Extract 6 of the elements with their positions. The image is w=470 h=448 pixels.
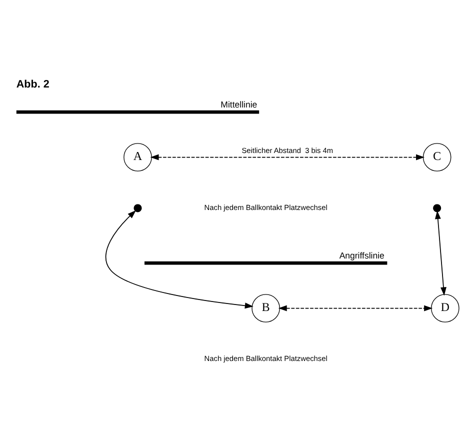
label: Nach jedem Ballkontakt Platzwechsel: [204, 354, 328, 364]
label: Angriffslinie: [339, 250, 384, 260]
label: Nach jedem Ballkontakt Platzwechsel: [204, 203, 328, 212]
label: Mittellinie: [220, 99, 258, 110]
diagram-title: Abb. 2: [16, 78, 50, 90]
edge-label: Seitlicher Abstand 3 bis 4m: [242, 146, 334, 156]
